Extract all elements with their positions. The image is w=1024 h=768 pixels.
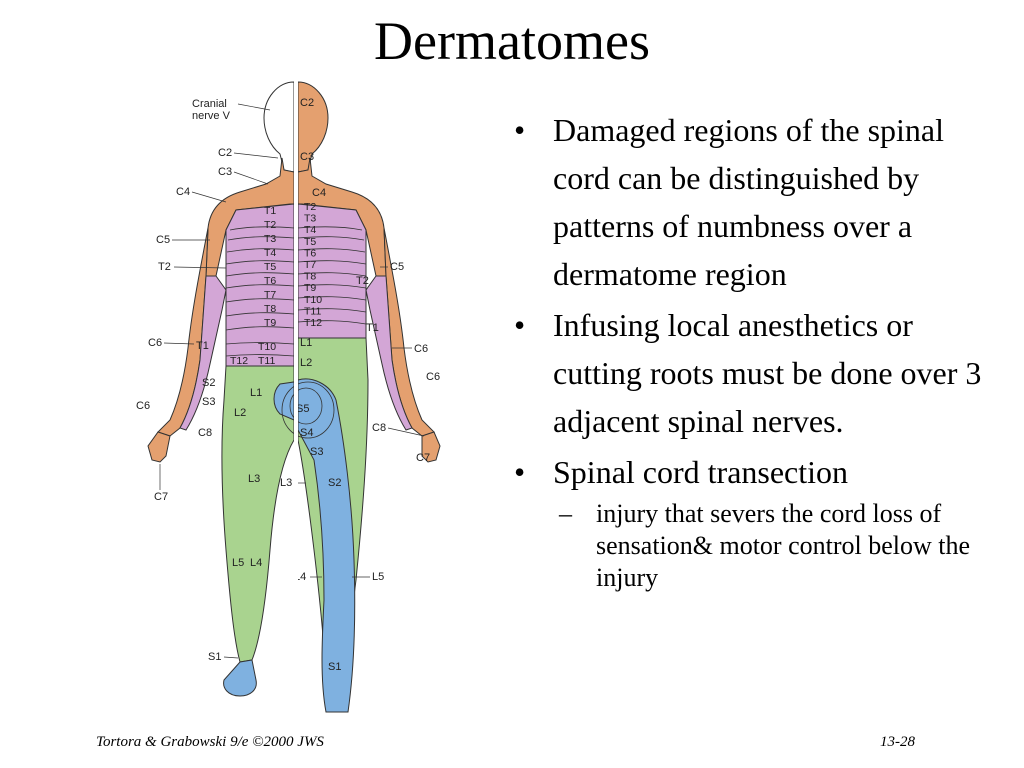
label-left-t6: T6 — [264, 275, 276, 287]
label-c6b-left: C6 — [136, 400, 150, 412]
label-cranial: Cranial — [192, 98, 227, 110]
label-l3-left: L3 — [248, 473, 260, 485]
bullet-text: Infusing local anesthetics or cutting ro… — [553, 307, 982, 439]
label-c8-left: C8 — [198, 427, 212, 439]
label-right-t12: T12 — [304, 317, 322, 329]
label-right-t3: T3 — [304, 213, 316, 225]
dermatome-figure: Cranial nerve V C2 C3 C4 C5 T2 C6 T1 S2 … — [130, 80, 460, 725]
label-t11-left: T11 — [258, 355, 275, 367]
label-l5-right: L5 — [372, 571, 384, 583]
label-right-t7: T7 — [304, 259, 316, 271]
bullet-list: • Damaged regions of the spinal cord can… — [512, 106, 982, 597]
label-left-t3: T3 — [264, 233, 276, 245]
bullet-item-3: • Spinal cord transection – injury that … — [512, 448, 982, 594]
label-c3-right: C3 — [300, 151, 314, 163]
label-l1-right: L1 — [300, 337, 312, 349]
label-c6b-right: C6 — [426, 371, 440, 383]
slide-title: Dermatomes — [374, 11, 650, 71]
label-c8-right: C8 — [372, 422, 386, 434]
label-s2-left: S2 — [202, 377, 215, 389]
label-left-t2: T2 — [264, 219, 276, 231]
label-c5-left: C5 — [156, 234, 170, 246]
label-l3-right: L3 — [280, 477, 292, 489]
label-t2-left: T2 — [158, 261, 171, 273]
bullet-marker: • — [514, 112, 526, 148]
sub-bullet-list: – injury that severs the cord loss of se… — [553, 498, 982, 594]
label-right-t10: T10 — [304, 294, 322, 306]
sub-bullet-item: – injury that severs the cord loss of se… — [553, 498, 982, 594]
bullet-item-1: • Damaged regions of the spinal cord can… — [512, 106, 982, 298]
center-divider — [294, 80, 298, 725]
label-c7-left: C7 — [154, 491, 168, 503]
label-left-t5: T5 — [264, 261, 276, 273]
label-t12-left: T12 — [230, 355, 248, 367]
label-s4-right: S4 — [300, 427, 313, 439]
label-l5-left: L5 — [232, 557, 244, 569]
label-left-t4: T4 — [264, 247, 276, 259]
left-body-half — [147, 81, 295, 697]
left-labels: Cranial nerve V C2 C3 C4 C5 T2 C6 T1 S2 … — [136, 98, 279, 663]
sub-bullet-marker: – — [559, 499, 572, 528]
label-s3-right: S3 — [310, 446, 323, 458]
label-l2-right: L2 — [300, 357, 312, 369]
label-c2-left: C2 — [218, 147, 232, 159]
label-s5-right: S5 — [296, 403, 309, 415]
label-t1-right: T1 — [366, 322, 379, 334]
label-s1-left: S1 — [208, 651, 221, 663]
bullet-marker: • — [514, 454, 526, 490]
label-s3-left: S3 — [202, 396, 215, 408]
label-l2-left: L2 — [234, 407, 246, 419]
label-right-t8: T8 — [304, 271, 316, 283]
label-right-t5: T5 — [304, 236, 316, 248]
label-left-t9: T9 — [264, 317, 276, 329]
label-c4-left: C4 — [176, 186, 190, 198]
bullet-item-2: • Infusing local anesthetics or cutting … — [512, 301, 982, 445]
label-s2-right: S2 — [328, 477, 341, 489]
footer-citation: Tortora & Grabowski 9/e ©2000 JWS — [96, 734, 324, 750]
label-c3-left: C3 — [218, 166, 232, 178]
label-c6-left: C6 — [148, 337, 162, 349]
bullet-text: Spinal cord transection — [553, 454, 849, 490]
label-c5-right: C5 — [390, 261, 404, 273]
bullet-marker: • — [514, 307, 526, 343]
label-right-t9: T9 — [304, 282, 316, 294]
label-l1-left: L1 — [250, 387, 262, 399]
label-right-t2: T2 — [304, 201, 316, 213]
slide-number: 13-28 — [880, 734, 915, 750]
sub-bullet-text: injury that severs the cord loss of sens… — [596, 499, 971, 592]
label-c4-right: C4 — [312, 187, 326, 199]
label-t1-left: T1 — [196, 340, 209, 352]
label-left-t7: T7 — [264, 289, 276, 301]
label-right-t4: T4 — [304, 224, 316, 236]
label-c7-right: C7 — [416, 452, 430, 464]
label-left-t8: T8 — [264, 303, 276, 315]
label-c6-right: C6 — [414, 343, 428, 355]
label-right-t11: T11 — [304, 305, 321, 317]
label-t10-left: T10 — [258, 341, 276, 353]
label-s1-right: S1 — [328, 661, 341, 673]
label-right-t6: T6 — [304, 247, 316, 259]
label-l4-left: L4 — [250, 557, 262, 569]
bullet-text: Damaged regions of the spinal cord can b… — [553, 112, 944, 292]
right-body-half — [281, 81, 441, 713]
label-c2-right: C2 — [300, 97, 314, 109]
label-nerve-v: nerve V — [192, 110, 231, 122]
label-left-t1: T1 — [264, 205, 276, 217]
label-t2-right: T2 — [356, 275, 369, 287]
